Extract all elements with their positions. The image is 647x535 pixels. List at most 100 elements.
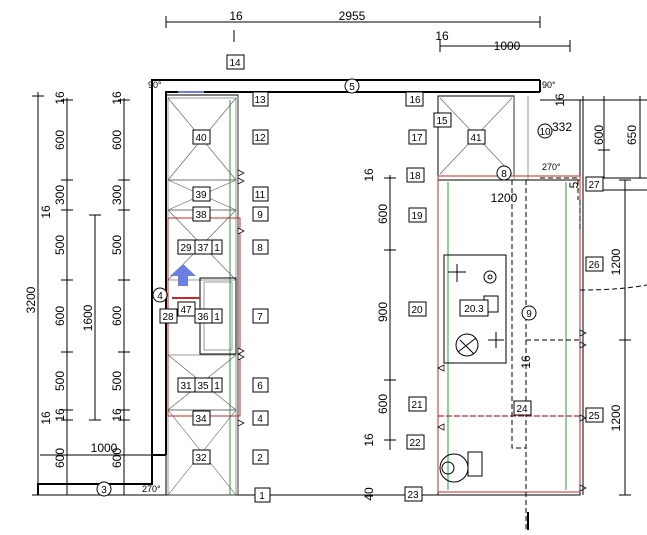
view-direction-arrow-icon [170, 264, 196, 286]
circle-tag-9: 9 [526, 309, 532, 320]
left-cabinet-run [165, 91, 245, 496]
wall-tag-24: 24 [516, 404, 528, 415]
dim-b-7: 600 [110, 448, 124, 468]
dim-inner-offset-bottom: 16 [39, 411, 53, 425]
cabinet-tags: 40 39 38 29 37 1 28 47 36 1 31 35 1 34 3… [159, 112, 489, 465]
wall-tag-26: 26 [588, 260, 600, 271]
dim-b-5: 500 [110, 371, 124, 391]
wall-tag-20: 20 [411, 305, 423, 316]
angle-right-mid: 270° [542, 162, 561, 172]
dim-total-height: 3200 [24, 286, 38, 313]
right-dimension-chains: 16 332 600 650 1200 1200 1200 5 16 [491, 93, 646, 496]
dim-a-6: 16 [53, 408, 67, 422]
room-walls [37, 79, 647, 496]
cabinet-tag-39: 39 [195, 190, 207, 201]
angle-labels: 90° 90° 270° 270° [142, 80, 561, 494]
angle-top-right: 90° [542, 80, 556, 90]
wall-tags: 1 2 4 6 7 8 9 11 12 13 14 16 17 18 19 20… [226, 54, 604, 503]
wall-tag-9: 9 [257, 210, 263, 221]
cabinet-tag-32: 32 [195, 453, 207, 464]
wall-tag-7: 7 [257, 312, 263, 323]
dim-600: 600 [592, 125, 606, 145]
cabinet-tag-47: 47 [180, 305, 192, 316]
wall-tag-25: 25 [588, 411, 600, 422]
cabinet-tag-36: 36 [197, 312, 209, 323]
dim-center-offset-bottom: 16 [362, 433, 376, 447]
dim-a-2: 300 [53, 185, 67, 205]
dim-b-1: 600 [110, 130, 124, 150]
dim-center-bottom-gap: 40 [362, 487, 376, 501]
wall-tag-8: 8 [257, 243, 263, 254]
wall-tag-4: 4 [257, 414, 263, 425]
dim-a-1: 600 [53, 130, 67, 150]
dim-5: 5 [567, 181, 581, 188]
cabinet-tag-15: 15 [436, 116, 448, 127]
cabinet-tag-1c: 1 [214, 381, 220, 392]
wall-tag-18: 18 [409, 171, 421, 182]
dim-b-4: 600 [110, 306, 124, 326]
dim-b-2: 300 [110, 185, 124, 205]
dim-top-left-offset: 16 [229, 9, 243, 23]
dim-right-width: 1000 [494, 39, 521, 53]
cabinet-tag-29: 29 [180, 243, 192, 254]
cabinet-tag-34: 34 [195, 414, 207, 425]
dim-center-offset-top: 16 [362, 168, 376, 182]
dim-top-right-offset: 16 [435, 29, 449, 43]
dim-center-seg1: 600 [376, 204, 390, 224]
wall-tag-13: 13 [254, 95, 266, 106]
wall-tag-21: 21 [411, 400, 423, 411]
dim-1200-top: 1200 [491, 191, 518, 205]
circle-tag-10: 10 [539, 127, 551, 138]
wall-tag-27: 27 [588, 180, 600, 191]
wall-tag-19: 19 [411, 211, 423, 222]
cabinet-tag-1a: 1 [214, 243, 220, 254]
dim-a-5: 500 [53, 371, 67, 391]
wall-tag-16: 16 [409, 95, 421, 106]
dim-inner-height: 1600 [81, 304, 95, 331]
wall-tag-23: 23 [407, 490, 419, 501]
dim-b-3: 500 [110, 235, 124, 255]
wall-tag-2: 2 [257, 453, 263, 464]
circle-tag-5: 5 [349, 82, 355, 93]
dim-b-6: 16 [110, 408, 124, 422]
dim-overall-width: 2955 [339, 9, 366, 23]
circle-tag-8: 8 [501, 169, 507, 180]
dim-b-0: 16 [110, 91, 124, 105]
dim-650: 650 [625, 125, 639, 145]
dim-a-0: 16 [53, 91, 67, 105]
cabinet-tag-41: 41 [470, 133, 482, 144]
wall-tag-17: 17 [411, 133, 423, 144]
dim-center-seg2: 900 [376, 302, 390, 322]
cabinet-tag-20-3: 20.3 [464, 304, 484, 315]
cabinet-tag-31: 31 [180, 381, 192, 392]
dim-bottom-width: 1000 [91, 441, 118, 455]
wall-tag-22: 22 [409, 438, 421, 449]
top-dimension-chain: 16 2955 16 1000 [165, 9, 571, 53]
dim-a-7: 600 [53, 448, 67, 468]
dim-right-offset: 16 [553, 93, 567, 107]
circle-tag-4: 4 [157, 291, 163, 302]
cabinet-tag-40: 40 [195, 133, 207, 144]
dim-a-4: 600 [53, 306, 67, 326]
center-dimension-chain: 16 600 900 600 16 40 [362, 168, 396, 501]
wall-tag-12: 12 [254, 133, 266, 144]
cabinet-tag-28: 28 [162, 312, 174, 323]
wall-tag-11: 11 [255, 190, 266, 201]
circle-tag-3: 3 [101, 485, 107, 496]
dim-16-mid: 16 [519, 355, 533, 369]
wall-tag-6: 6 [257, 381, 263, 392]
dim-332: 332 [552, 120, 572, 134]
left-dimension-chains: 3200 1600 16 16 16 600 300 500 600 500 1… [24, 91, 152, 496]
dim-center-seg3: 600 [376, 394, 390, 414]
cabinet-tag-37: 37 [197, 243, 209, 254]
wall-tag-1: 1 [259, 491, 265, 502]
dim-a-3: 500 [53, 235, 67, 255]
cabinet-tag-1b: 1 [214, 312, 220, 323]
angle-top-left: 90° [148, 80, 162, 90]
dim-inner-offset-top: 16 [39, 205, 53, 219]
wall-tag-14: 14 [229, 58, 241, 69]
circle-tags: 3 4 5 8 9 10 [96, 78, 553, 497]
angle-bottom-left: 270° [142, 484, 161, 494]
cabinet-tag-38: 38 [195, 210, 207, 221]
